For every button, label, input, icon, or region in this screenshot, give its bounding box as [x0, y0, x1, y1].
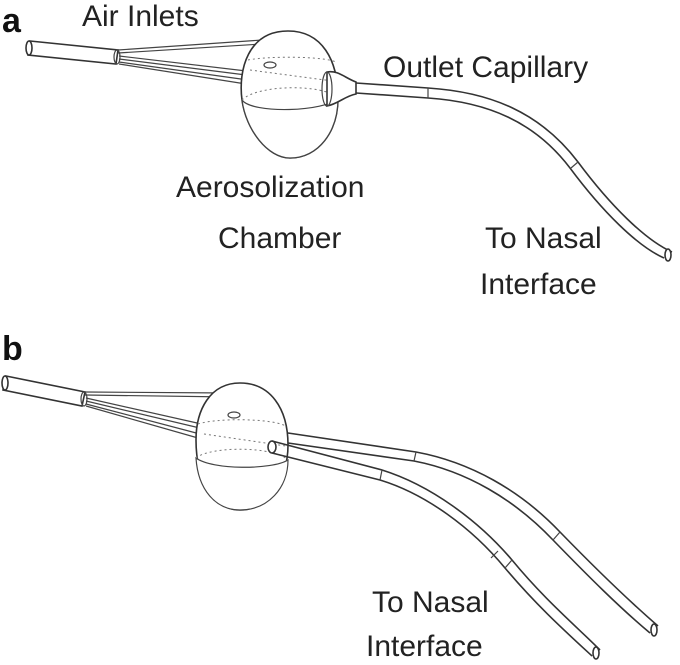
panel-a-outlet-capillary — [321, 70, 673, 262]
panel-b-air-inlet-capillaries — [84, 391, 231, 439]
label-outlet-capillary: Outlet Capillary — [383, 51, 588, 84]
label-nasal-b-line2: Interface — [366, 630, 483, 663]
label-nasal-a-line1: To Nasal — [485, 222, 602, 255]
label-air-inlets: Air Inlets — [82, 0, 199, 33]
panel-a-aerosolization-chamber — [240, 30, 341, 159]
label-chamber-line2: Chamber — [218, 222, 341, 255]
label-nasal-a-line2: Interface — [480, 268, 597, 301]
panel-b-aerosolization-chamber — [195, 382, 289, 511]
panel-a-air-inlet-capillaries — [117, 39, 263, 85]
panel-b-inlet-tube — [1, 375, 88, 407]
panel-a: a — [2, 0, 673, 301]
panel-b-outlet-capillary-upper — [287, 432, 659, 637]
panel-b-letter: b — [2, 330, 23, 368]
panel-b-outlet-capillary-lower — [267, 440, 601, 660]
panel-b: b — [1, 330, 659, 663]
panel-a-inlet-tube — [25, 40, 121, 65]
panel-a-letter: a — [2, 2, 22, 40]
label-chamber-line1: Aerosolization — [176, 171, 364, 204]
label-nasal-b-line1: To Nasal — [372, 586, 489, 619]
